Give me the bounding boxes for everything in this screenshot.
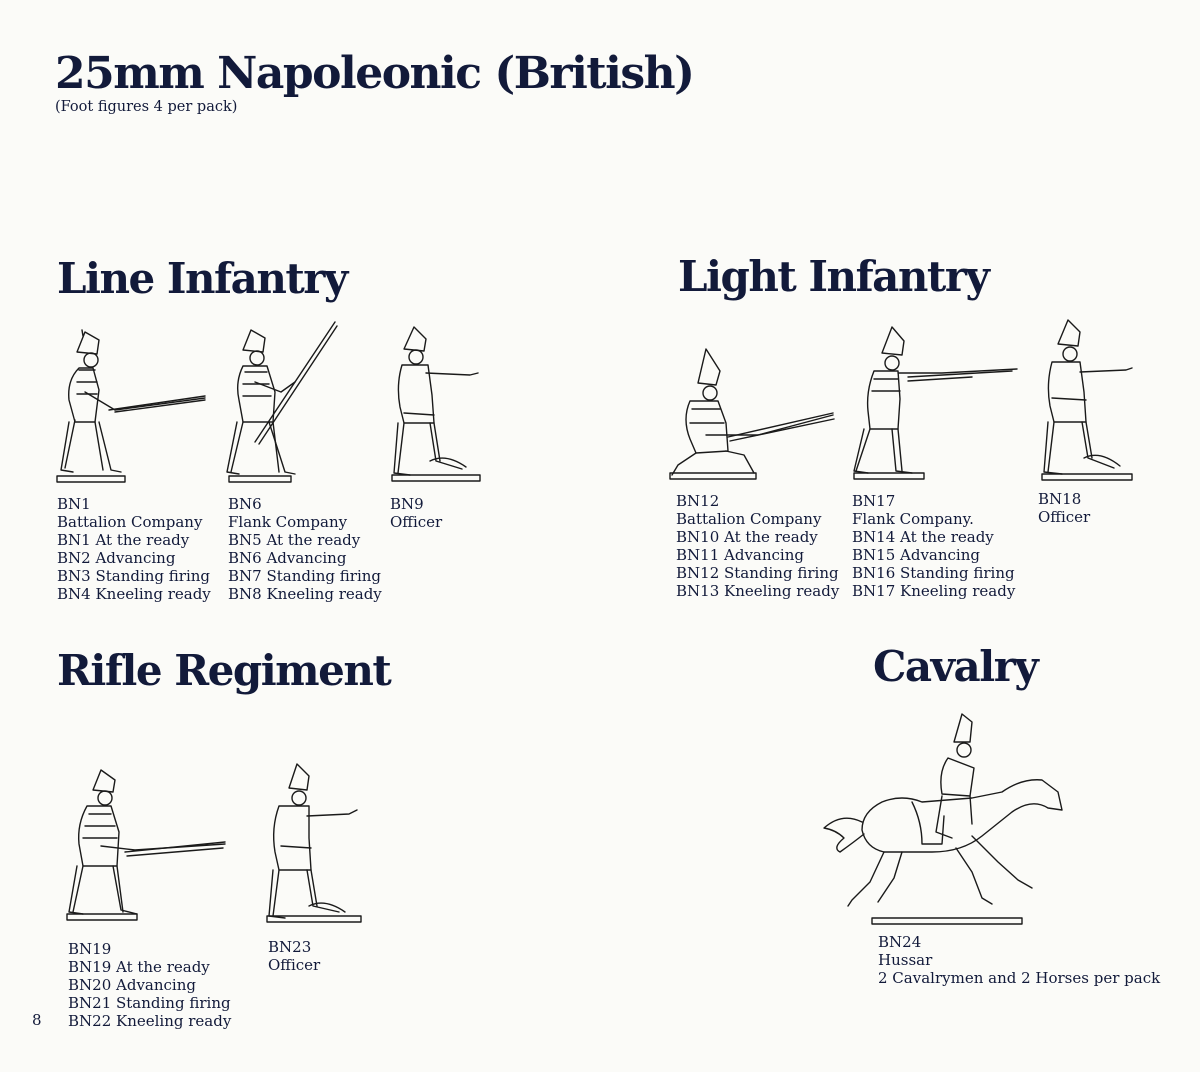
entry-bn6: BN6 Flank Company BN5 At the ready BN6 A… — [228, 495, 382, 603]
entry-bn18: BN18 Officer — [1038, 490, 1090, 526]
entry-line: BN8 Kneeling ready — [228, 585, 382, 603]
entry-line: BN22 Kneeling ready — [68, 1012, 232, 1030]
entry-line: Officer — [268, 956, 321, 974]
entry-code: BN19 — [68, 940, 112, 958]
entry-code: BN18 — [1038, 490, 1082, 508]
entry-line: Officer — [390, 513, 443, 531]
entry-line: Flank Company — [228, 513, 348, 531]
entry-line: BN15 Advancing — [852, 546, 980, 564]
entry-bn17: BN17 Flank Company. BN14 At the ready BN… — [852, 492, 1015, 600]
entry-line: BN19 At the ready — [68, 958, 210, 976]
entry-code: BN23 — [268, 938, 312, 956]
figure-bn9-illustration — [390, 325, 490, 483]
figure-bn17-illustration — [852, 325, 1022, 480]
entry-line: Battalion Company — [676, 510, 822, 528]
entry-line: Flank Company. — [852, 510, 974, 528]
figure-bn23-illustration — [265, 762, 365, 927]
section-heading-rifle-regiment: Rifle Regiment — [57, 646, 392, 695]
figure-bn19-illustration — [65, 768, 230, 923]
entry-line: BN7 Standing firing — [228, 567, 382, 585]
entry-bn12: BN12 Battalion Company BN10 At the ready… — [676, 492, 839, 600]
entry-line: BN13 Kneeling ready — [676, 582, 840, 600]
entry-code: BN24 — [878, 933, 922, 951]
entry-line: BN1 At the ready — [57, 531, 190, 549]
section-heading-cavalry: Cavalry — [873, 642, 1039, 691]
entry-code: BN9 — [390, 495, 424, 513]
entry-line: Hussar — [878, 951, 933, 969]
entry-line: Battalion Company — [57, 513, 203, 531]
entry-line: BN6 Advancing — [228, 549, 347, 567]
entry-bn24: BN24 Hussar 2 Cavalrymen and 2 Horses pe… — [878, 933, 1160, 987]
figure-bn18-illustration — [1040, 318, 1140, 483]
entry-line: BN11 Advancing — [676, 546, 804, 564]
page-number: 8 — [32, 1011, 42, 1029]
figure-bn1-illustration — [55, 329, 215, 485]
entry-bn9: BN9 Officer — [390, 495, 442, 531]
entry-bn19: BN19 BN19 At the ready BN20 Advancing BN… — [68, 940, 231, 1030]
section-heading-light-infantry: Light Infantry — [678, 252, 990, 301]
entry-line: 2 Cavalrymen and 2 Horses per pack — [878, 969, 1161, 987]
entry-code: BN12 — [676, 492, 720, 510]
entry-line: BN5 At the ready — [228, 531, 361, 549]
figure-bn6-illustration — [225, 321, 345, 484]
entry-line: BN2 Advancing — [57, 549, 176, 567]
entry-line: BN21 Standing firing — [68, 994, 231, 1012]
entry-line: BN3 Standing firing — [57, 567, 211, 585]
entry-line: BN17 Kneeling ready — [852, 582, 1016, 600]
entry-line: BN14 At the ready — [852, 528, 994, 546]
entry-code: BN6 — [228, 495, 262, 513]
entry-code: BN1 — [57, 495, 91, 513]
entry-line: BN20 Advancing — [68, 976, 196, 994]
page-subtitle: (Foot figures 4 per pack) — [55, 99, 238, 115]
entry-line: BN12 Standing firing — [676, 564, 839, 582]
entry-line: BN16 Standing firing — [852, 564, 1015, 582]
entry-line: Officer — [1038, 508, 1091, 526]
figure-bn12-illustration — [668, 345, 838, 483]
entry-bn23: BN23 Officer — [268, 938, 320, 974]
figure-bn24-illustration — [822, 712, 1072, 926]
section-heading-line-infantry: Line Infantry — [57, 254, 348, 303]
entry-code: BN17 — [852, 492, 896, 510]
entry-line: BN10 At the ready — [676, 528, 818, 546]
entry-line: BN4 Kneeling ready — [57, 585, 211, 603]
page-title: 25mm Napoleonic (British) — [55, 48, 695, 99]
entry-bn1: BN1 Battalion Company BN1 At the ready B… — [57, 495, 211, 603]
